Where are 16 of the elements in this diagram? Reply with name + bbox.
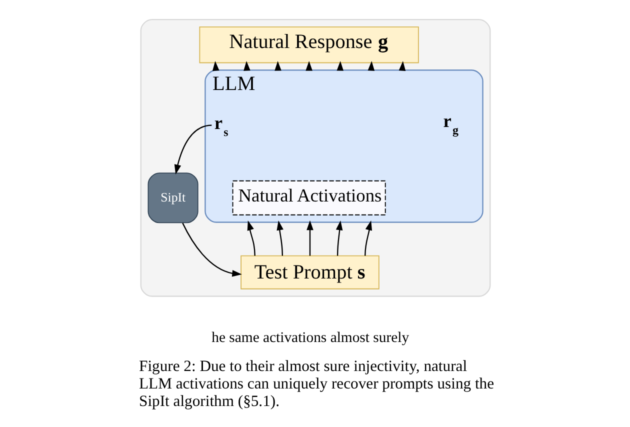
node-box: Test Prompt s <box>240 255 379 290</box>
caption: Figure 2: Due to their almost sure injectivity, natural LLM activations can uniquely recover prompts using the SipIt algorithm (§5.1). <box>138 358 494 410</box>
arrow <box>182 222 242 277</box>
arrow <box>335 220 342 256</box>
arrow <box>276 220 283 256</box>
node-box: Natural Response g <box>198 26 418 64</box>
cluster <box>140 18 490 297</box>
node-box: Natural Activations <box>232 180 386 216</box>
arrow <box>306 220 313 256</box>
label: he same activations almost surely <box>211 330 409 346</box>
node-text: r$_{s}$ <box>214 112 228 139</box>
arrow <box>364 220 372 256</box>
node-box: SipIt <box>147 172 198 224</box>
arrow <box>246 220 255 256</box>
arrow <box>174 124 212 174</box>
label: r$_{g}$ <box>442 111 458 138</box>
